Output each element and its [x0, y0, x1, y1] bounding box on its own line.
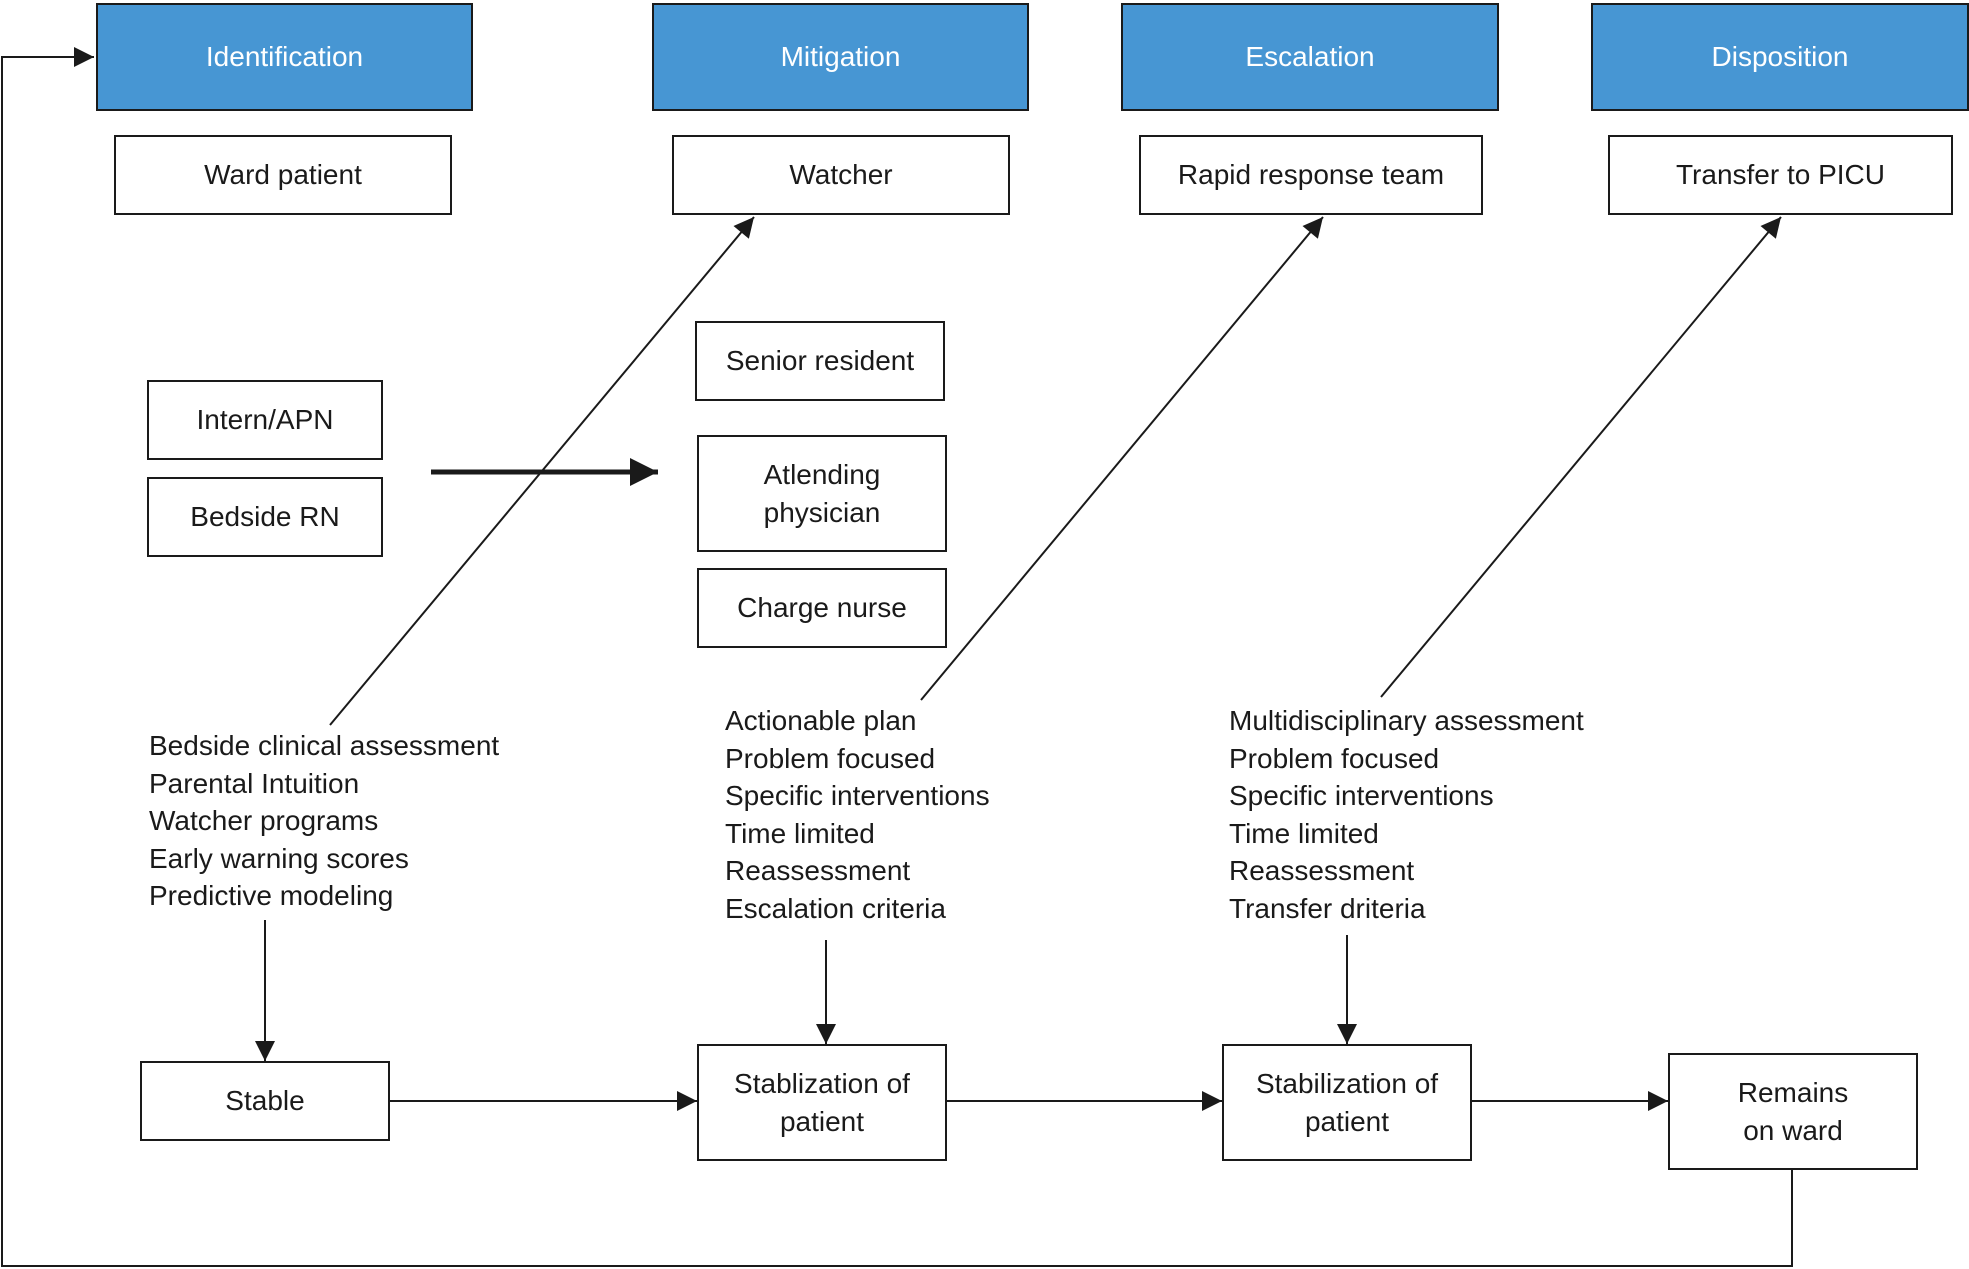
stabilization-of-patient-box-1: Stablization of patient — [697, 1044, 947, 1161]
identification-criteria-list: Bedside clinical assessment Parental Int… — [149, 727, 499, 915]
list-item: Transfer driteria — [1229, 892, 1426, 924]
stage-header-label: Escalation — [1245, 41, 1375, 72]
stage-header-mitigation: Mitigation — [652, 3, 1029, 111]
list-item: Watcher programs — [149, 805, 379, 836]
stable-box: Stable — [140, 1061, 390, 1141]
transfer-to-picu-box: Transfer to PICU — [1608, 135, 1953, 215]
bedside-rn-box: Bedside RN — [147, 477, 383, 557]
watcher-box: Watcher — [672, 135, 1010, 215]
feedback-loop-to-identification — [1, 47, 1793, 1267]
stage-header-label: Identification — [205, 41, 364, 72]
list-item: Bedside clinical assessment — [149, 730, 500, 761]
list-item: Early warning scores — [149, 842, 409, 874]
list-item: Specific interventions — [725, 780, 990, 811]
list-item: Time limited — [725, 817, 875, 849]
list-item: Specific interventions — [1229, 780, 1494, 811]
list-item: Problem focused — [725, 742, 936, 774]
ward-patient-box: Ward patient — [114, 135, 452, 215]
list-item: Time limited — [1229, 817, 1379, 849]
stage-header-identification: Identification — [96, 3, 473, 111]
list-item: Parental Intuition — [149, 767, 360, 799]
list-item: Problem focused — [1229, 742, 1440, 774]
stage-header-escalation: Escalation — [1121, 3, 1499, 111]
list-item: Multidisciplinary assessment — [1229, 705, 1584, 736]
stage-header-disposition: Disposition — [1591, 3, 1969, 111]
senior-resident-box: Senior resident — [695, 321, 945, 401]
attending-physician-box: Atlending physician — [697, 435, 947, 552]
list-item: Actionable plan — [725, 705, 917, 736]
list-item: Escalation criteria — [725, 892, 946, 924]
list-item: Predictive modeling — [149, 880, 394, 911]
stage-header-label: Disposition — [1711, 41, 1849, 72]
intern-apn-box: Intern/APN — [147, 380, 383, 460]
stage-header-label: Mitigation — [780, 41, 901, 72]
remains-on-ward-box: Remains on ward — [1668, 1053, 1918, 1170]
arrow-mitigation-to-rapid-response — [920, 216, 1324, 701]
escalation-criteria-list: Multidisciplinary assessment Problem foc… — [1229, 702, 1584, 927]
list-item: Reassessment — [1229, 855, 1415, 886]
mitigation-criteria-list: Actionable plan Problem focused Specific… — [725, 702, 990, 927]
arrow-escalation-to-picu — [1380, 216, 1782, 698]
list-item: Reassessment — [725, 855, 911, 886]
stabilization-of-patient-box-2: Stabilization of patient — [1222, 1044, 1472, 1161]
charge-nurse-box: Charge nurse — [697, 568, 947, 648]
rapid-response-team-box: Rapid response team — [1139, 135, 1483, 215]
